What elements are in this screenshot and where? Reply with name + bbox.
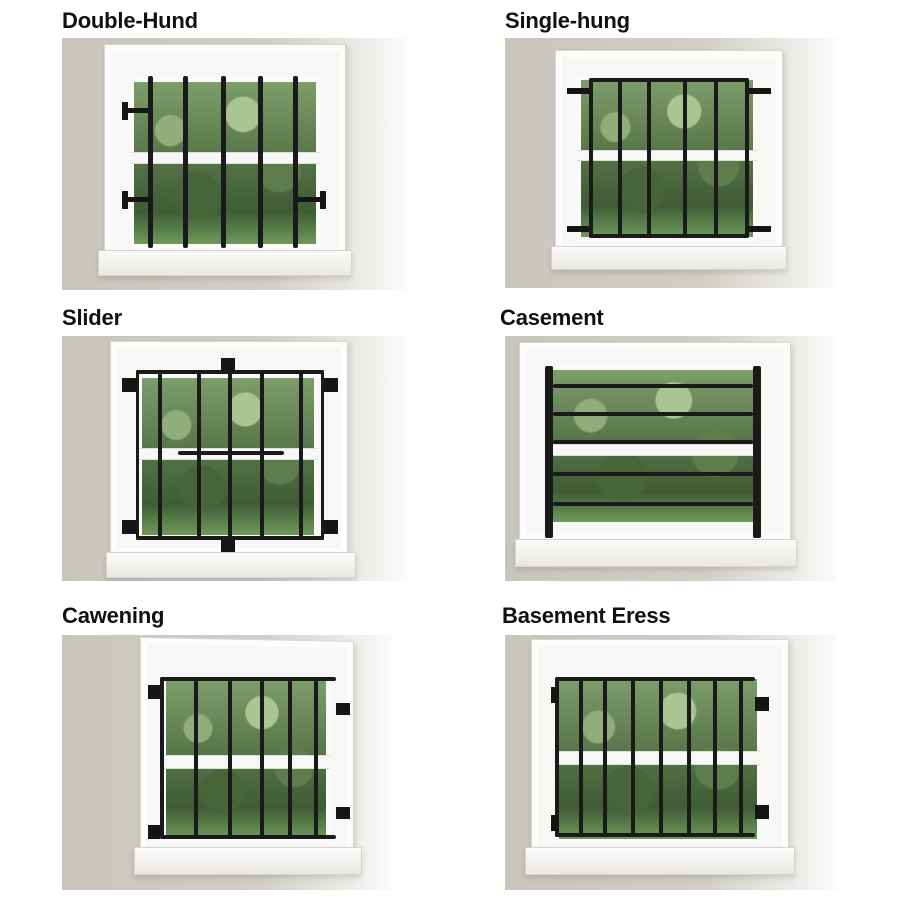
mounting-bracket <box>320 191 326 209</box>
security-frame-bottom <box>555 833 755 837</box>
security-frame-side <box>321 370 324 540</box>
window-sill <box>106 552 356 578</box>
security-frame-top <box>160 677 336 681</box>
window-photo <box>62 38 407 290</box>
window-photo <box>505 336 837 581</box>
security-bar <box>714 78 718 238</box>
security-bar <box>589 78 593 238</box>
security-bar <box>659 677 663 837</box>
security-bar <box>148 76 153 248</box>
mounting-bracket <box>324 378 338 392</box>
security-bar <box>194 677 198 839</box>
security-bar <box>618 78 622 238</box>
sash-rail <box>162 755 330 769</box>
security-bar <box>221 76 226 248</box>
mounting-bracket <box>324 520 338 534</box>
window-photo <box>505 635 837 890</box>
security-bar-horizontal <box>553 440 753 444</box>
security-frame-bottom <box>589 234 749 238</box>
mounting-bracket <box>551 815 559 831</box>
security-bar-horizontal <box>553 384 753 388</box>
mounting-bracket <box>567 88 589 94</box>
security-bar <box>631 677 635 837</box>
security-frame-side <box>545 366 553 538</box>
mounting-bracket <box>124 108 150 113</box>
window-photo <box>505 38 837 288</box>
mounting-bracket <box>755 805 769 819</box>
security-bar <box>314 677 318 839</box>
mounting-bracket <box>122 191 128 209</box>
sash-rail <box>545 444 761 456</box>
security-bar <box>258 76 263 248</box>
security-bar <box>160 677 164 839</box>
mounting-bracket <box>122 378 136 392</box>
window-sill <box>134 847 362 875</box>
panel-label: Basement Eress <box>502 603 671 628</box>
window-photo <box>62 635 392 890</box>
security-bar-horizontal <box>553 412 753 416</box>
panel-label: Casement <box>500 305 604 330</box>
mounting-bracket <box>221 540 235 552</box>
security-frame-side <box>753 366 761 538</box>
panel-label: Single-hung <box>505 8 630 33</box>
sash-rail <box>555 751 761 765</box>
panel-label: Slider <box>62 305 122 330</box>
mounting-bracket <box>122 520 136 534</box>
panel-label: Cawening <box>62 603 165 628</box>
security-bar <box>299 370 303 540</box>
security-bar <box>228 677 232 839</box>
security-frame-side <box>136 370 139 540</box>
security-bar <box>713 677 717 837</box>
security-bar <box>197 370 201 540</box>
panel-label: Double-Hund <box>62 8 198 33</box>
window-sill <box>525 847 795 875</box>
mounting-bracket <box>551 687 559 703</box>
mounting-bracket <box>749 226 771 232</box>
security-bar <box>158 370 162 540</box>
security-bar <box>683 78 687 238</box>
mounting-bracket <box>567 226 589 232</box>
security-bar <box>687 677 691 837</box>
cross-bar <box>178 451 284 455</box>
mounting-bracket <box>148 825 160 839</box>
security-frame-top <box>555 677 755 681</box>
mounting-bracket <box>148 685 160 699</box>
security-frame-bottom <box>160 835 336 839</box>
mounting-bracket <box>749 88 771 94</box>
security-frame-top <box>589 78 749 82</box>
security-bar <box>228 370 232 540</box>
security-bar <box>288 677 292 839</box>
mounting-bracket <box>298 197 322 202</box>
security-bar <box>293 76 298 248</box>
window-sill <box>98 250 352 276</box>
security-bar <box>739 677 743 837</box>
security-bar <box>183 76 188 248</box>
mounting-bracket <box>755 697 769 711</box>
window-sill <box>551 246 787 270</box>
security-bar <box>603 677 607 837</box>
security-bar <box>260 370 264 540</box>
security-bar <box>647 78 651 238</box>
window-sill <box>515 539 797 567</box>
security-bar-horizontal <box>553 502 753 506</box>
mounting-bracket <box>336 703 350 715</box>
security-bar <box>745 78 749 238</box>
security-bar <box>260 677 264 839</box>
mounting-bracket <box>336 807 350 819</box>
window-photo <box>62 336 407 581</box>
security-bar <box>579 677 583 837</box>
security-bar-horizontal <box>553 472 753 476</box>
security-bar <box>555 677 559 837</box>
sash-rail <box>577 150 757 161</box>
mounting-bracket <box>122 102 128 120</box>
mounting-bracket <box>124 197 150 202</box>
mounting-bracket <box>221 358 235 370</box>
